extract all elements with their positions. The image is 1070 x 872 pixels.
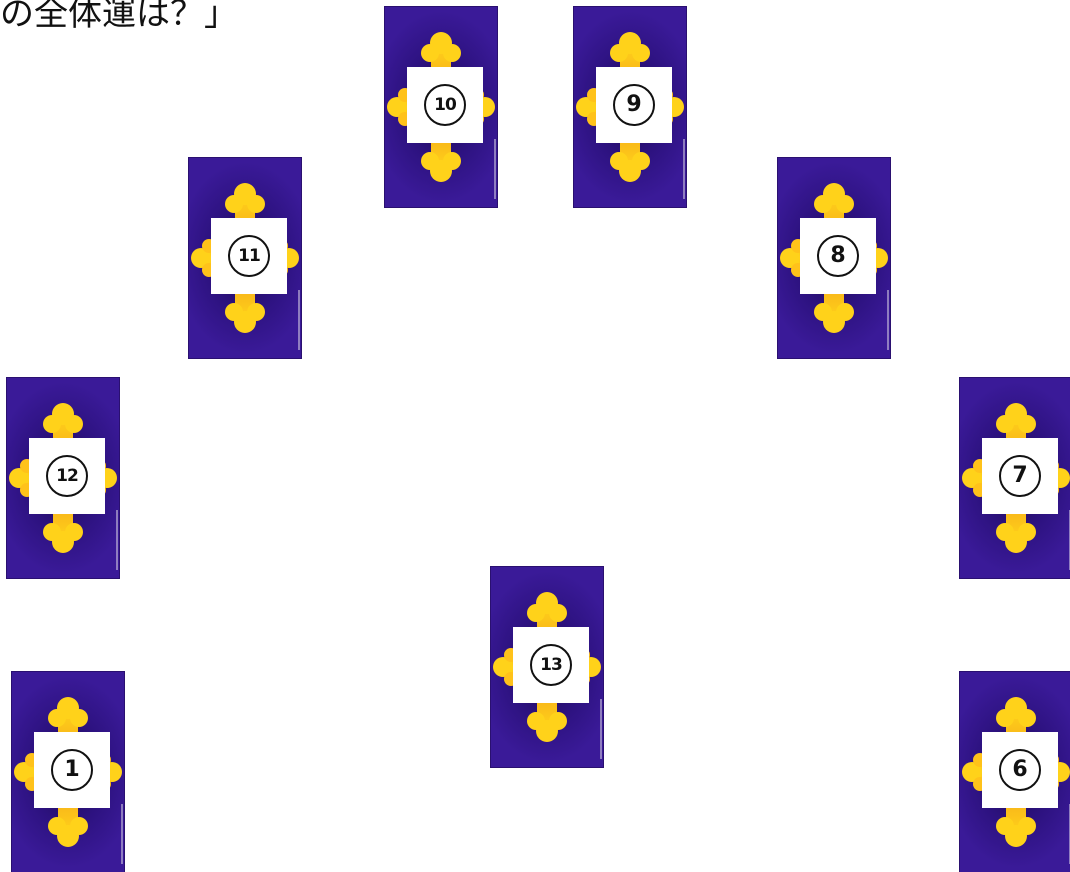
card-number: 11 — [228, 235, 270, 277]
card-1[interactable]: 1 — [12, 672, 124, 872]
card-11[interactable]: 11 — [189, 158, 301, 358]
card-6[interactable]: 6 — [960, 672, 1070, 872]
card-number: 12 — [46, 455, 88, 497]
card-credit-mark — [600, 699, 602, 759]
card-credit-mark — [683, 139, 685, 199]
card-8[interactable]: 8 — [778, 158, 890, 358]
card-number-label: 12 — [29, 438, 105, 514]
card-credit-mark — [121, 804, 123, 864]
card-number: 13 — [530, 644, 572, 686]
card-credit-mark — [116, 510, 118, 570]
card-number-label: 7 — [982, 438, 1058, 514]
card-number-label: 10 — [407, 67, 483, 143]
card-number: 10 — [424, 84, 466, 126]
card-credit-mark — [298, 290, 300, 350]
card-12[interactable]: 12 — [7, 378, 119, 578]
card-number: 6 — [999, 749, 1041, 791]
card-number: 8 — [817, 235, 859, 277]
page-heading: の全体運は？」 — [0, 0, 238, 35]
card-7[interactable]: 7 — [960, 378, 1070, 578]
card-number: 7 — [999, 455, 1041, 497]
card-number-label: 6 — [982, 732, 1058, 808]
card-13[interactable]: 13 — [491, 567, 603, 767]
card-9[interactable]: 9 — [574, 7, 686, 207]
card-number: 1 — [51, 749, 93, 791]
card-number: 9 — [613, 84, 655, 126]
card-number-label: 9 — [596, 67, 672, 143]
card-number-label: 8 — [800, 218, 876, 294]
card-credit-mark — [494, 139, 496, 199]
card-credit-mark — [887, 290, 889, 350]
card-number-label: 1 — [34, 732, 110, 808]
card-number-label: 11 — [211, 218, 287, 294]
card-10[interactable]: 10 — [385, 7, 497, 207]
card-number-label: 13 — [513, 627, 589, 703]
